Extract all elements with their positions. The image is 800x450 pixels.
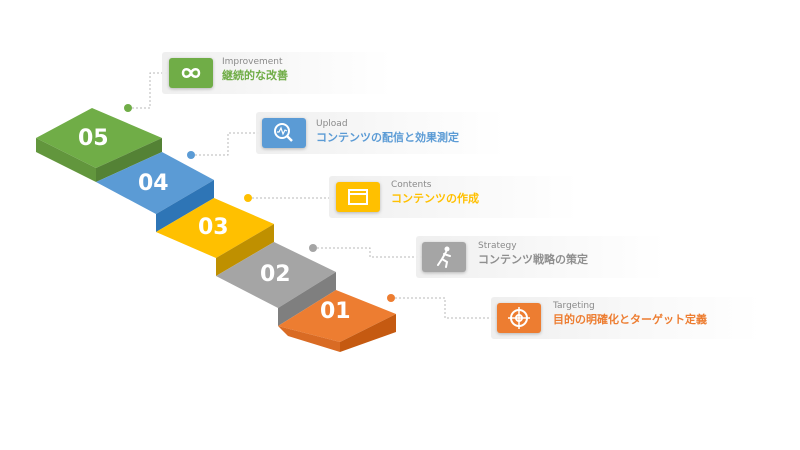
label-01: Targeting 目的の明確化とターゲット定義 (553, 301, 707, 327)
step-number-05: 05 (78, 126, 109, 151)
connector-01 (391, 297, 497, 319)
stair-step-04 (96, 152, 214, 232)
dot-02 (309, 244, 317, 252)
step-number-01: 01 (320, 299, 351, 324)
infinity-icon (169, 58, 213, 88)
step-number-04: 04 (138, 171, 169, 196)
label-04-jp: コンテンツの配信と効果測定 (316, 131, 459, 144)
dot-04 (187, 151, 195, 159)
label-04: Upload コンテンツの配信と効果測定 (316, 119, 459, 145)
stair-step-01 (278, 290, 396, 352)
connector-04 (191, 132, 262, 156)
search-chart-icon (262, 118, 306, 148)
label-03-jp: コンテンツの作成 (391, 192, 479, 205)
step-number-02: 02 (260, 262, 291, 287)
label-02-en: Strategy (478, 241, 517, 251)
stair-step-02 (216, 242, 336, 326)
step-number-03: 03 (198, 215, 229, 240)
stair-step-03 (156, 198, 274, 276)
label-01-jp: 目的の明確化とターゲット定義 (553, 313, 707, 326)
label-02-jp: コンテンツ戦略の策定 (478, 253, 588, 266)
dot-05 (124, 104, 132, 112)
label-03-en: Contents (391, 180, 432, 190)
label-01-en: Targeting (553, 301, 595, 311)
label-05-jp: 継続的な改善 (222, 69, 288, 82)
connector-05 (128, 72, 168, 109)
connector-02 (313, 247, 422, 258)
label-03: Contents コンテンツの作成 (391, 180, 479, 206)
label-05-en: Improvement (222, 57, 283, 67)
dot-03 (244, 194, 252, 202)
target-icon (497, 303, 541, 333)
dot-01 (387, 294, 395, 302)
label-04-en: Upload (316, 119, 348, 129)
label-02: Strategy コンテンツ戦略の策定 (478, 241, 588, 267)
window-icon (336, 182, 380, 212)
label-05: Improvement 継続的な改善 (222, 57, 288, 83)
stair-step-05 (36, 108, 162, 182)
runner-icon (422, 242, 466, 272)
